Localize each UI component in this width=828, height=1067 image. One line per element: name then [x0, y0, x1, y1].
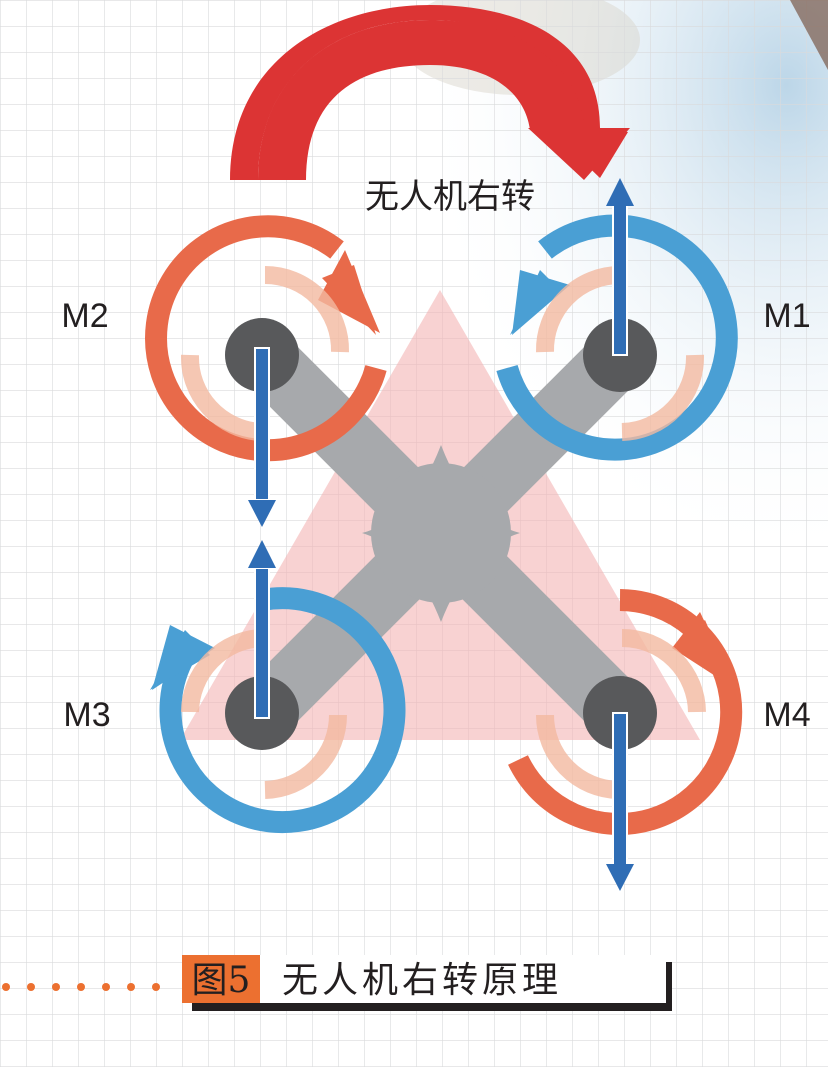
motor-label-m4: M4 — [763, 696, 810, 734]
caption-box — [182, 955, 666, 1003]
motor-m4 — [508, 589, 743, 835]
yaw-direction-arrow — [230, 5, 630, 180]
thrust-arrow-m3 — [248, 540, 276, 719]
motor-label-m2: M2 — [61, 297, 108, 335]
caption-tag-background — [182, 955, 260, 1003]
rotation-label: 无人机右转 — [365, 177, 535, 217]
drone-frame — [231, 324, 651, 744]
thrust-arrow-m4 — [606, 712, 634, 891]
motor-label-m1: M1 — [763, 297, 810, 335]
corner-shape — [790, 0, 828, 70]
caption-shadow-side — [664, 962, 672, 1011]
caption-tag: 图5 — [192, 960, 251, 1001]
caption-text: 无人机右转原理 — [282, 960, 562, 1001]
motor-m3 — [150, 587, 406, 834]
caption-dots — [2, 983, 160, 991]
thrust-arrow-m1 — [606, 178, 634, 356]
motor-label-m3: M3 — [63, 696, 110, 734]
thrust-arrow-m2 — [248, 347, 276, 527]
caption-shadow — [192, 1003, 670, 1011]
figure-caption: 图5 无人机右转原理 — [2, 955, 672, 1011]
